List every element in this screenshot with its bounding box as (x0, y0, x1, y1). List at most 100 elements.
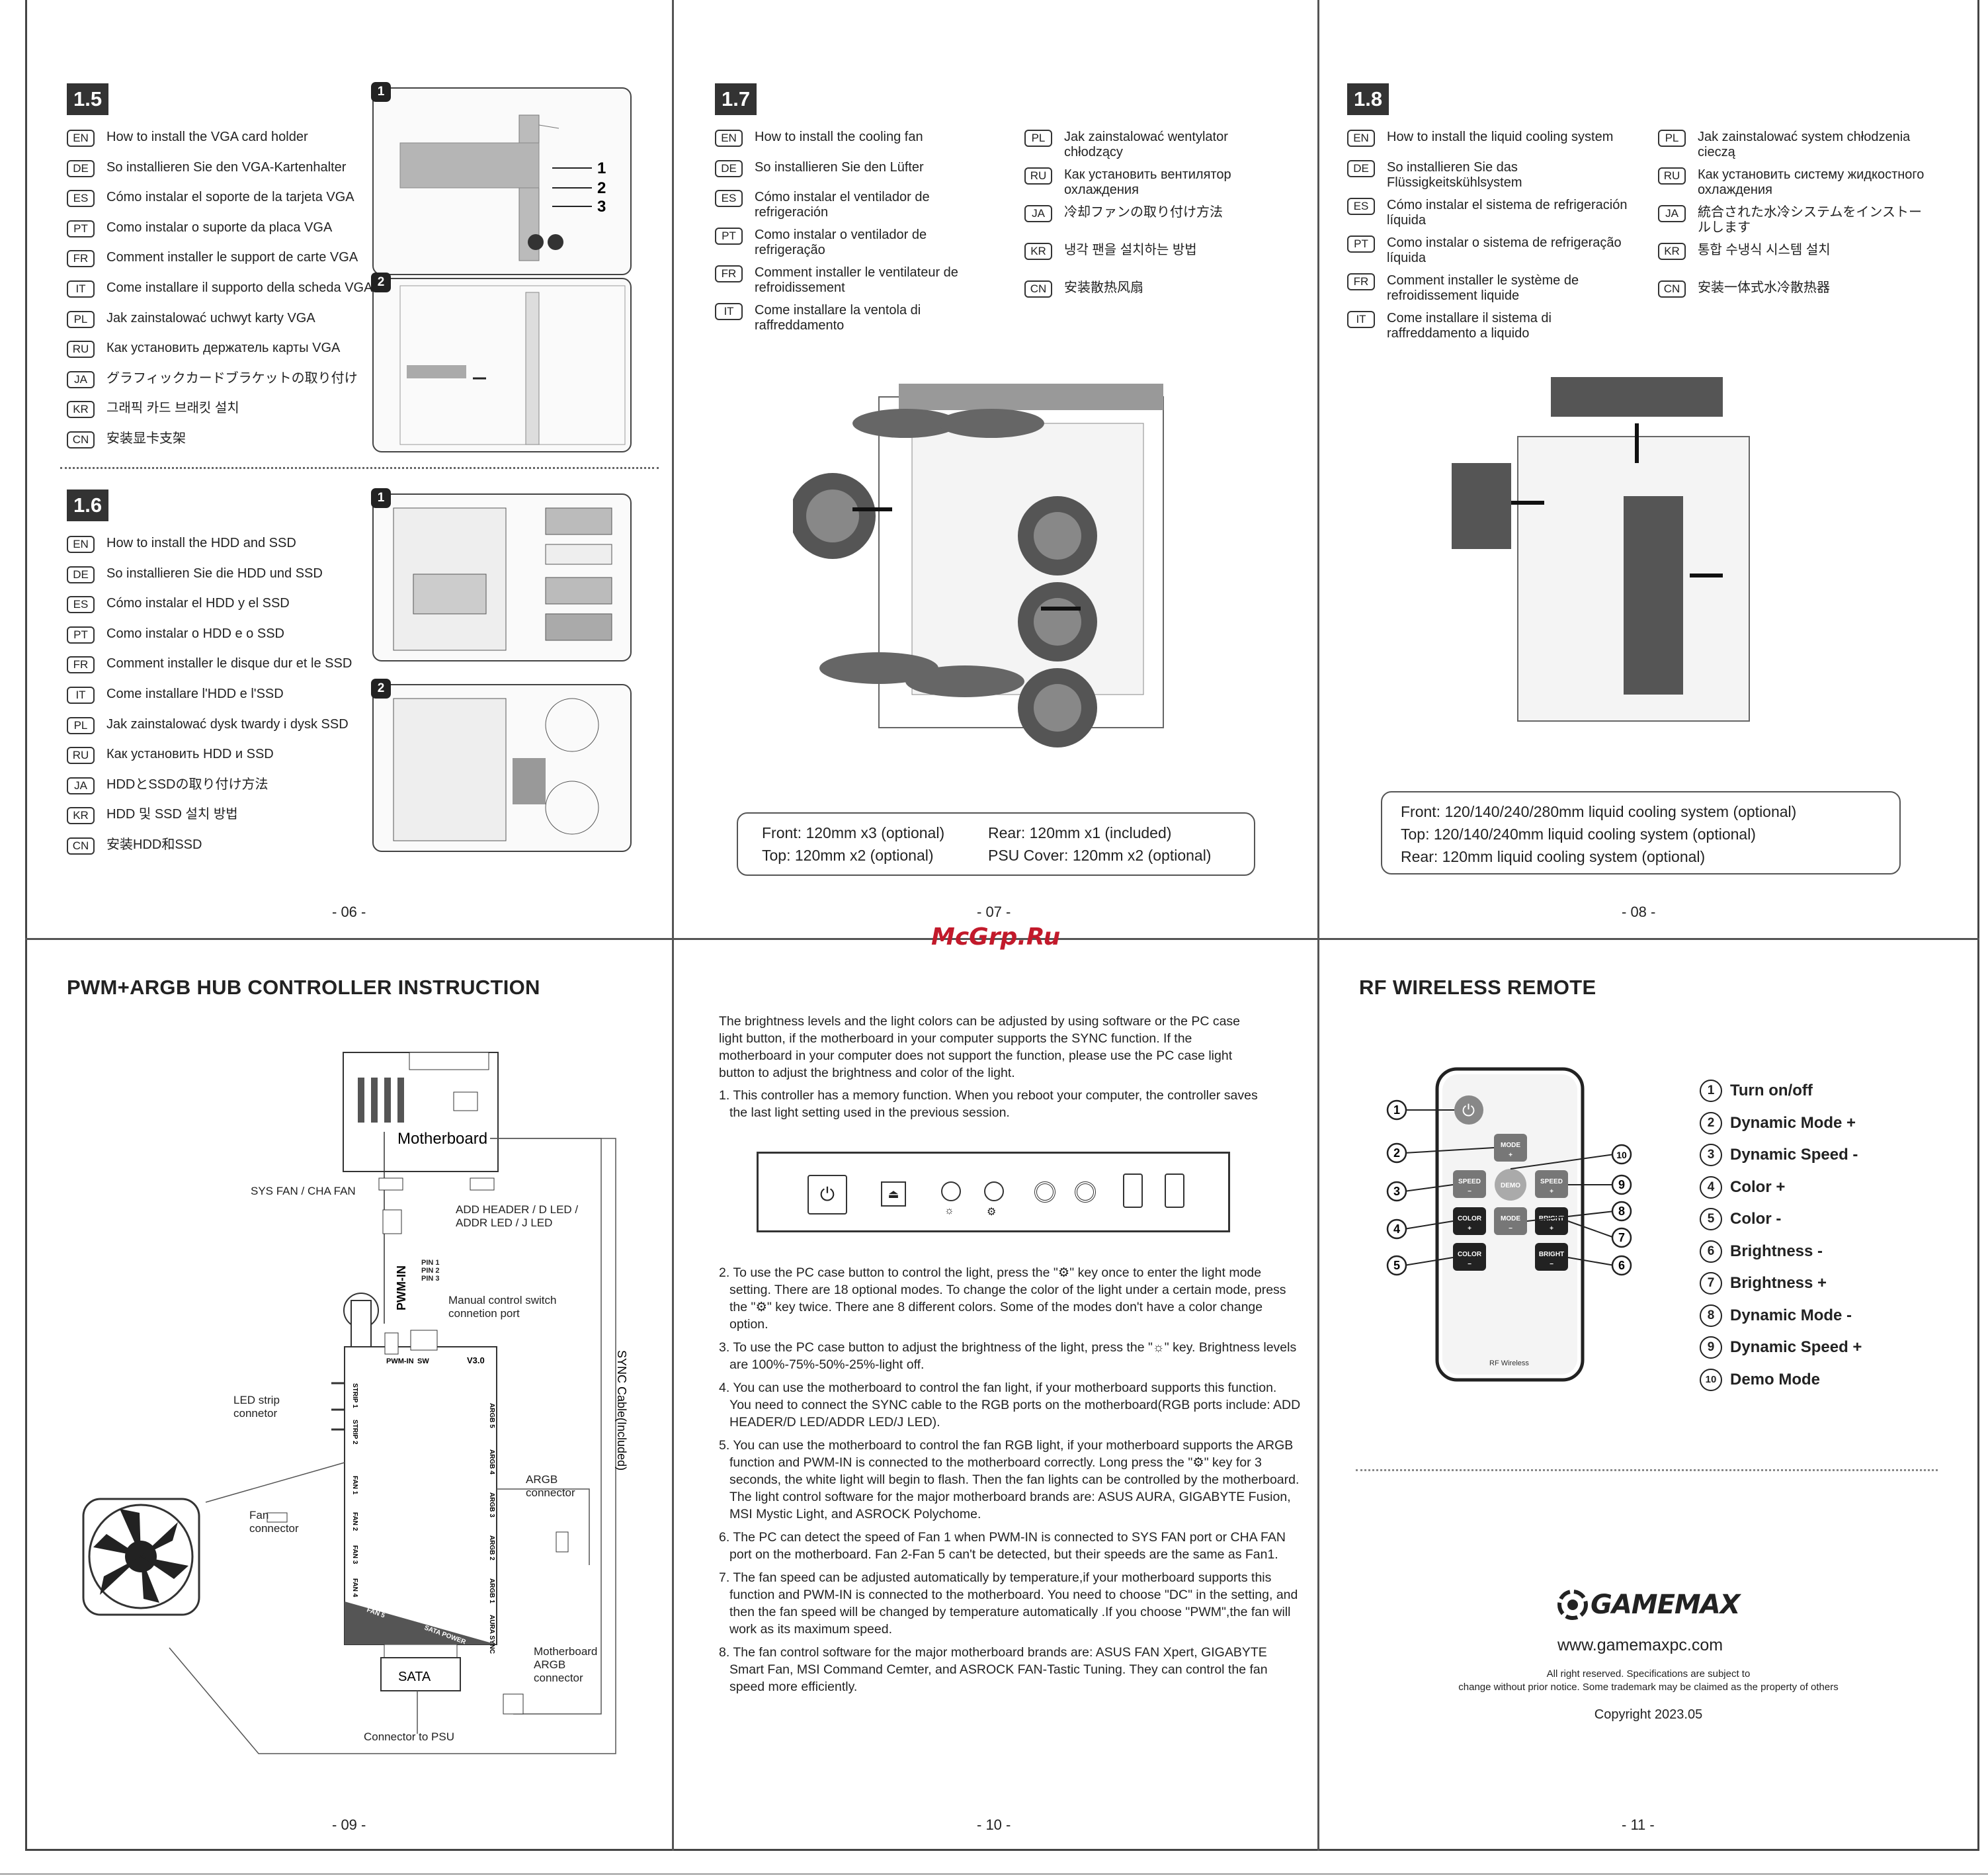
hub-fan4-label: FAN 4 (351, 1578, 358, 1598)
lang-code-badge: JA (1658, 205, 1686, 222)
legend-text: Turn on/off (1730, 1082, 1813, 1099)
hub-sw-label: SW (417, 1357, 429, 1365)
lang-title: 통합 수냉식 시스템 설치 (1698, 243, 1831, 257)
intro-text: The brightness levels and the light colo… (719, 1013, 1261, 1127)
lang-code-badge: DE (715, 159, 743, 177)
lang-code-badge: PL (67, 716, 95, 734)
page-number: - 07 - (977, 904, 1011, 920)
vga-install-drawing (399, 285, 626, 445)
cooling-fan-diagram (793, 384, 1164, 747)
brightness-icon: ☼ (944, 1205, 954, 1216)
lang-title: Como instalar o ventilador de refrigeraç… (755, 228, 927, 258)
callout-number: 5 (1393, 1259, 1400, 1272)
btn-speed-plus-sign: + (1550, 1188, 1553, 1195)
hub-argb5-label: ARGB 5 (488, 1403, 495, 1428)
callout-circle (1611, 1255, 1632, 1276)
callout-circle (1611, 1201, 1632, 1222)
lang-row-kr: KR 통합 수냉식 시스템 설치 (1658, 243, 1831, 260)
fan-options-box: Front: 120mm x3 (optional) Top: 120mm x2… (737, 812, 1255, 876)
btn-color-plus: COLOR (1458, 1215, 1482, 1222)
step-number: 2 (371, 679, 391, 699)
control-panel-diagram: ⏻ ⏏ ☼ ⚙ (757, 1152, 1230, 1232)
lang-title: Comment installer le ventilateur de refr… (755, 265, 958, 296)
hub-sync-label: AURA SYNC (488, 1615, 495, 1654)
callout-number: 6 (1618, 1259, 1625, 1272)
section-separator (1356, 1469, 1938, 1471)
page-09: PWM+ARGB HUB CONTROLLER INSTRUCTION Moth… (27, 940, 672, 1851)
hub-version: V3.0 (467, 1355, 485, 1365)
step-2-illustration (372, 278, 632, 452)
btn-color-minus-sign: − (1468, 1261, 1471, 1268)
callout-number: 8 (1618, 1205, 1625, 1218)
lang-code-badge: JA (67, 370, 95, 388)
lang-code-badge: KR (1658, 243, 1686, 260)
ssd-install-drawing (393, 698, 599, 841)
callout-circle (1386, 1099, 1407, 1121)
lang-code-badge: FR (715, 265, 743, 283)
eject-button-icon: ⏏ (881, 1181, 906, 1207)
callout-circle (1611, 1174, 1632, 1195)
instruction-item: 5. You can use the motherboard to contro… (719, 1438, 1300, 1521)
callout-circle (1386, 1255, 1407, 1276)
section-separator (60, 467, 659, 469)
callout-number: 1 (1393, 1103, 1400, 1117)
lang-code-badge: FR (1347, 273, 1375, 290)
pwm-in-label: PWM-IN (395, 1265, 408, 1310)
btn-speed-minus-sign: − (1468, 1188, 1471, 1195)
lang-title: Jak zainstalować uchwyt karty VGA (106, 310, 315, 325)
light-button-icon (941, 1181, 961, 1201)
legend-number: 2 (1700, 1111, 1722, 1134)
gamemax-logo-icon (1557, 1590, 1588, 1620)
lang-code-badge: PT (1347, 235, 1375, 253)
lang-code-badge: KR (1024, 243, 1052, 260)
pin-labels: PIN 1 PIN 2 PIN 3 (421, 1259, 440, 1283)
lang-title: Comment installer le disque dur et le SS… (106, 656, 352, 671)
btn-mode-plus: MODE (1501, 1142, 1520, 1149)
lang-title: How to install the liquid cooling system (1387, 130, 1614, 144)
website-url[interactable]: www.gamemaxpc.com (1557, 1636, 1723, 1654)
instruction-item: 6. The PC can detect the speed of Fan 1 … (719, 1530, 1286, 1562)
lang-title: So installieren Sie das Flüssigkeitskühl… (1387, 159, 1522, 190)
lang-code-badge: DE (67, 159, 95, 177)
instruction-list: 2. To use the PC case button to control … (719, 1264, 1301, 1701)
lang-code-badge: PT (715, 228, 743, 245)
callout-number: 7 (1618, 1231, 1625, 1244)
step-number: 2 (371, 273, 391, 292)
page-10: The brightness levels and the light colo… (674, 940, 1317, 1851)
lang-title: So installieren Sie den VGA-Kartenhalter (106, 159, 347, 175)
page-number: - 10 - (977, 1816, 1011, 1833)
lang-code-badge: CN (1024, 280, 1052, 298)
legend-text: Dynamic Speed + (1730, 1338, 1862, 1356)
item-1: 1. This controller has a memory function… (719, 1088, 1258, 1120)
sata-label: SATA (398, 1670, 431, 1684)
manual-switch-label: Manual control switch connetion port (448, 1294, 557, 1320)
callout-number: 9 (1618, 1178, 1625, 1191)
legend-number: 10 (1700, 1368, 1722, 1391)
arrow-label-3: 3 (597, 198, 606, 216)
hub-argb4-label: ARGB 4 (488, 1449, 495, 1474)
hub-fan1-label: FAN 1 (351, 1476, 358, 1495)
divider-1 (672, 0, 674, 1851)
lang-code-badge: JA (1024, 205, 1052, 222)
lang-title: Come installare la ventola di raffreddam… (755, 303, 921, 333)
instruction-item: 2. To use the PC case button to control … (719, 1265, 1286, 1332)
mic-port-icon (1075, 1181, 1096, 1203)
lang-title: Cómo instalar el HDD y el SSD (106, 596, 290, 611)
section-number: 1.6 (67, 490, 109, 521)
page-number: - 08 - (1622, 904, 1656, 920)
btn-speed-plus: SPEED (1540, 1178, 1563, 1185)
hub-wiring-diagram: Motherboard SATA PWM-IN SW V3.0 (82, 1052, 628, 1754)
lang-code-badge: IT (715, 303, 743, 321)
callout-number: 3 (1393, 1185, 1400, 1198)
lang-title: Cómo instalar el soporte de la tarjeta V… (106, 190, 354, 205)
fan-connector-label: Fan connector (249, 1509, 299, 1535)
lang-code-badge: CN (67, 431, 95, 448)
